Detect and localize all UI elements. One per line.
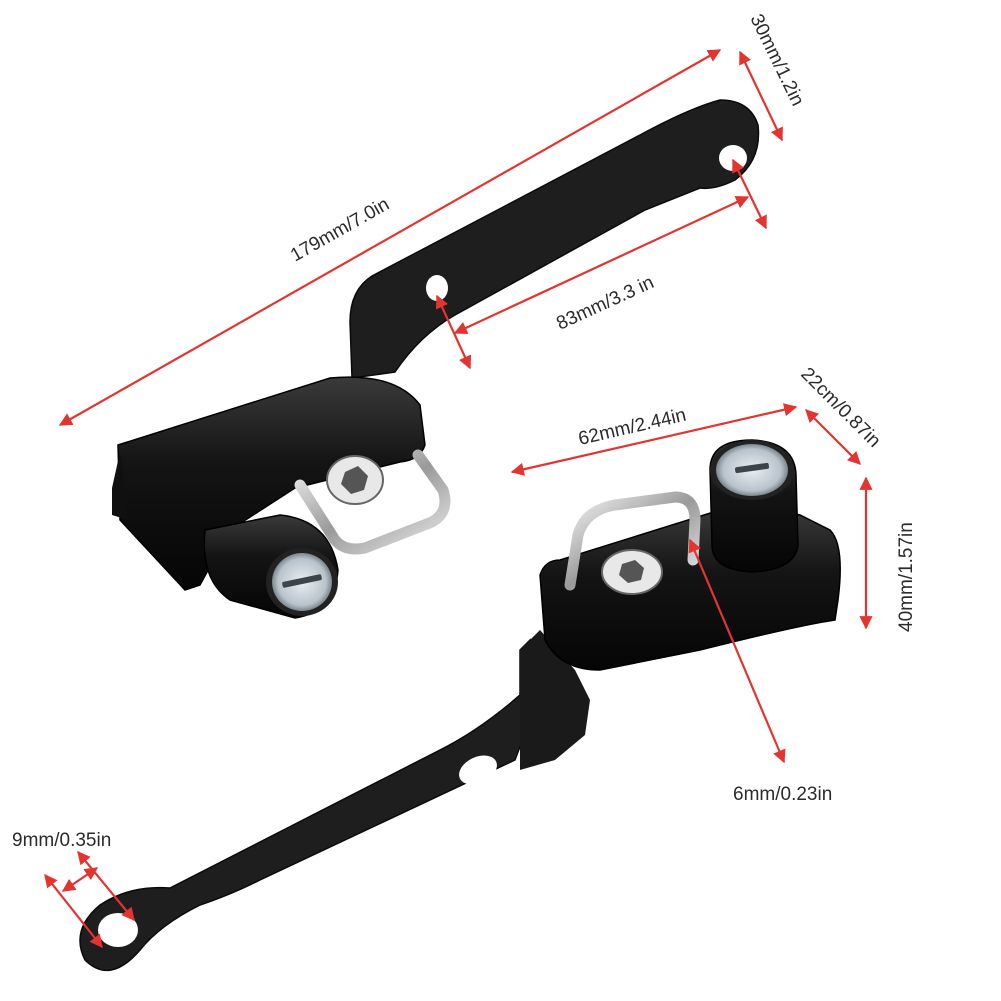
shackle-diameter-arrow [688,538,786,764]
hole-spacing-label: 83mm/3.3 in [553,272,657,334]
shackle-diameter-label: 6mm/0.23in [733,784,832,805]
lower-bracket-strap [79,638,531,972]
upper-bracket-strap [349,99,760,379]
end-width-arrow [739,50,783,142]
upper-end-hole [719,145,747,171]
lock-length-label: 62mm/2.44in [576,405,688,450]
overall-length-arrow [58,49,722,426]
lower-end-hole [98,913,138,947]
lock-height-label: 40mm/1.57in [896,522,917,632]
upper-chrome-shackle [294,449,451,555]
hole-diameter-label: 9mm/0.35in [12,830,111,851]
lock-length-arrow [510,403,798,476]
lower-mid-hole [459,755,497,785]
overall-length-label: 179mm/7.0in [287,194,393,267]
lower-chrome-shackle [564,491,701,591]
end-width-label: 30mm/1.2in [746,11,808,109]
hole-spacing-arrow [453,196,750,334]
hole-diameter-arrow [61,867,99,892]
lock-depth-arrow [805,409,861,465]
lock-depth-label: 22cm/0.87in [796,364,884,452]
